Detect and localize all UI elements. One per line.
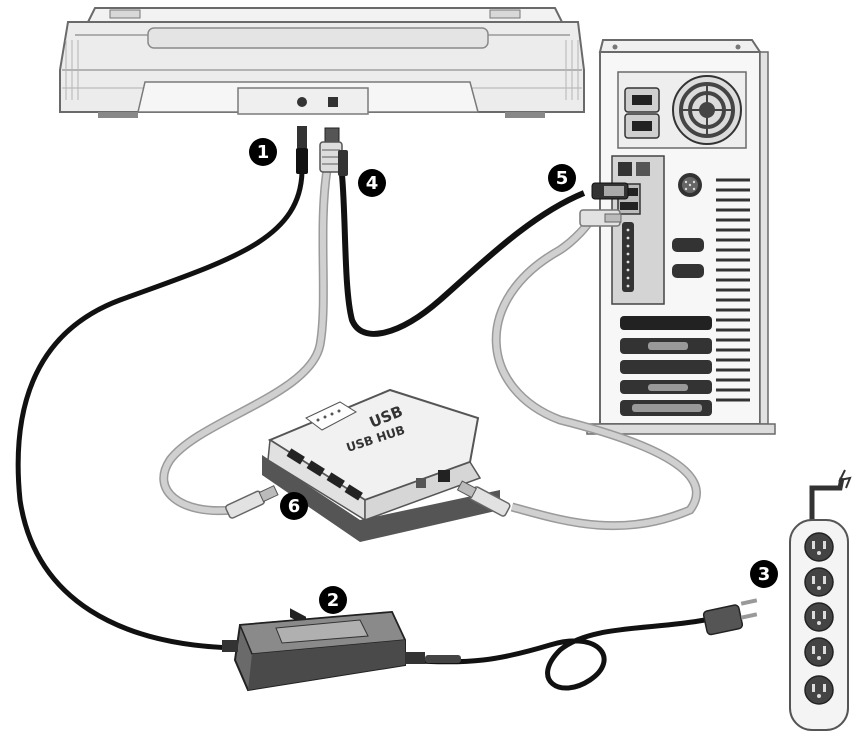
callout-4: 4 (358, 169, 386, 197)
pc-tower (586, 39, 776, 435)
callout-3-label: 3 (758, 564, 771, 585)
usb-a-connector-hub-left (225, 485, 279, 519)
cable-adapter-to-plug (404, 617, 706, 691)
usb-a-connector-hub-right (456, 480, 511, 517)
power-jack-connector (296, 126, 308, 174)
callout-2-label: 2 (327, 590, 340, 611)
callout-5: 5 (548, 164, 576, 192)
power-plug (702, 598, 758, 636)
usb-a-connector-pc (579, 182, 629, 227)
usb-b-connector (319, 127, 348, 176)
usb-hub: USB USB HUB (262, 388, 500, 626)
scanner-usb-port (328, 97, 338, 107)
power-strip (789, 469, 852, 731)
cable-scanner-to-pc (339, 174, 586, 337)
callout-1-label: 1 (257, 142, 270, 163)
power-adapter (222, 610, 461, 692)
callout-2: 2 (319, 586, 347, 614)
callout-6: 6 (280, 492, 308, 520)
cable-power-to-scanner (15, 171, 305, 651)
scanner-device (59, 7, 585, 118)
callout-1: 1 (249, 138, 277, 166)
callout-3: 3 (750, 560, 778, 588)
callout-6-label: 6 (288, 496, 301, 517)
scanner-power-port (297, 97, 307, 107)
callout-4-label: 4 (366, 173, 379, 194)
callout-5-label: 5 (556, 168, 569, 189)
